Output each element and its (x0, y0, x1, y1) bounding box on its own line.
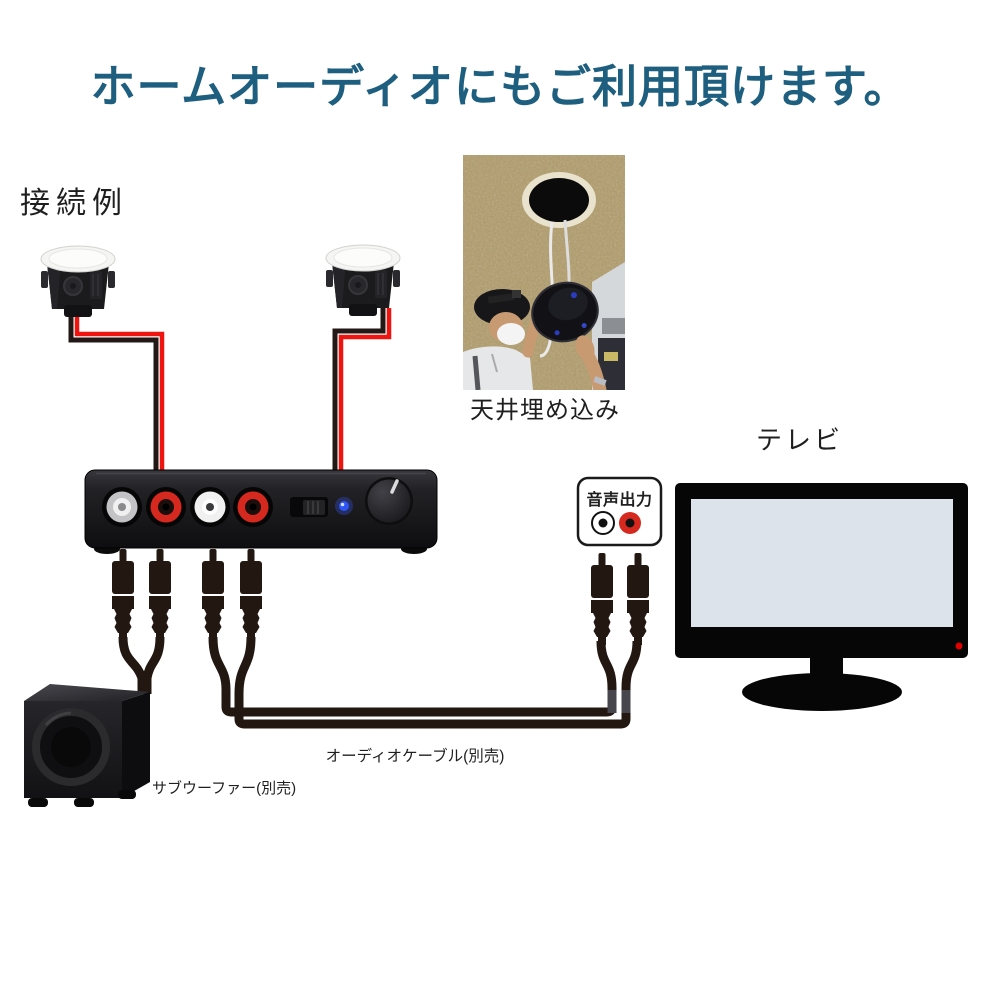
speaker-wire-right (332, 308, 392, 476)
speaker-in-hand (531, 281, 599, 343)
power-led (335, 497, 353, 515)
ceiling-install-photo (463, 155, 625, 390)
power-switch (290, 497, 328, 517)
rca-plug-sub-right (149, 549, 171, 641)
ceiling-speaker-right (325, 244, 401, 317)
audio-output-jack-red (619, 512, 641, 534)
rca-plug-tv-left (202, 549, 224, 641)
speaker-wire-left (68, 312, 165, 476)
audio-output-box (576, 476, 663, 547)
rca-jack-white-1 (102, 487, 142, 527)
tv-monitor (675, 483, 968, 711)
subwoofer-label: サブウーファー(別売) (152, 780, 297, 797)
tv-screen (691, 499, 953, 627)
ceiling-install-caption: 天井埋め込み (470, 397, 620, 424)
rca-jack-red-2 (233, 487, 273, 527)
rca-plug-output-red (627, 553, 649, 645)
audio-cable-label: オーディオケーブル(別売) (325, 748, 505, 765)
audio-cable-to-subwoofer (118, 636, 165, 694)
audio-cable-to-tv (208, 636, 642, 729)
subwoofer (24, 684, 150, 807)
installer-hand (575, 335, 595, 361)
tv-stand-base (742, 673, 902, 711)
amplifier (84, 469, 438, 554)
rca-plug-tv-right (240, 549, 262, 641)
tv-power-led (955, 642, 963, 650)
tv-label: テレビ (756, 425, 844, 455)
rca-plug-output-white (591, 553, 613, 645)
ceiling-speaker-left (40, 245, 116, 318)
audio-output-jack-white (591, 511, 615, 535)
rca-plug-sub-left (112, 549, 134, 641)
volume-knob (365, 477, 413, 525)
installer-mask (497, 323, 525, 345)
rca-jack-red-1 (146, 487, 186, 527)
ceiling-hole (529, 178, 589, 222)
rca-jack-white-2 (190, 487, 230, 527)
page-title: ホームオーディオにもご利用頂けます。 (90, 61, 910, 112)
audio-output-label: 音声出力 (586, 492, 653, 509)
connection-example-label: 接続例 (20, 187, 128, 220)
installer-shirt (463, 346, 533, 390)
